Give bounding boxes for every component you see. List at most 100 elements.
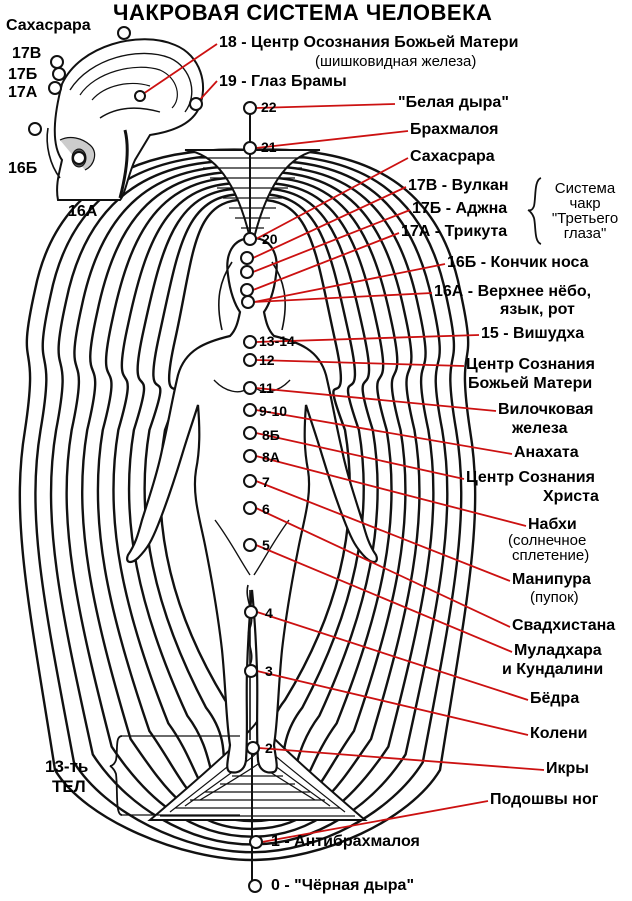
head-label-16a: 16А xyxy=(68,203,98,220)
label-muladhara-line1: Муладхара xyxy=(514,642,602,659)
leader-line xyxy=(255,507,511,628)
third-eye-group-label: Система чакр "Третьего глаза" xyxy=(541,181,629,241)
spine-chakra-circle xyxy=(240,283,254,297)
central-axis xyxy=(249,112,253,882)
label-11-line1: Вилочковая xyxy=(498,401,594,418)
spine-chakra-circle xyxy=(243,426,257,440)
spine-num-9-10: 9-10 xyxy=(259,403,288,419)
label-anahata: Анахата xyxy=(514,444,579,461)
leader-line xyxy=(255,455,527,527)
bodies-label-line2: ТЕЛ xyxy=(52,777,86,796)
head-label-17a: 17А xyxy=(8,84,38,101)
bodies-brace xyxy=(109,735,123,816)
label-brahmaloya: Брахмалоя xyxy=(410,121,499,138)
label-podoshvy: Подошвы ног xyxy=(490,791,599,808)
spine-chakra-circle xyxy=(243,501,257,515)
leader-line xyxy=(256,670,529,736)
label-1: 1 - Антибрахмалоя xyxy=(271,833,420,850)
group-label-line1: Система xyxy=(554,180,616,197)
marker-17v xyxy=(50,55,64,69)
head-markers xyxy=(28,26,203,165)
spine-num-6: 6 xyxy=(262,501,270,517)
label-16a: 16А - Верхнее нёбо, xyxy=(434,283,592,300)
label-nabhi-sub1: (солнечное xyxy=(508,532,587,549)
spine-chakra-circle xyxy=(243,449,257,463)
spine-num-8b: 8Б xyxy=(262,427,280,443)
leader-lines xyxy=(139,43,545,843)
spine-chakra-circle xyxy=(243,538,257,552)
label-18: 18 - Центр Осознания Божьей Матери xyxy=(219,34,519,51)
spine-chakra-circle xyxy=(244,664,258,678)
label-8-line2: Христа xyxy=(543,488,599,505)
spine-num-11: 11 xyxy=(259,380,274,396)
label-8-line1: Центр Сознания xyxy=(466,469,595,486)
spine-num-2: 2 xyxy=(265,740,273,756)
head-label-17b: 17Б xyxy=(8,66,38,83)
spine-chakra-circle xyxy=(244,605,258,619)
spine-num-21: 21 xyxy=(261,139,277,155)
leader-line xyxy=(255,157,409,240)
label-manipura: Манипура xyxy=(512,571,591,588)
marker-sahasrara xyxy=(117,26,131,40)
leader-line xyxy=(253,292,433,303)
spine-chakra-circles xyxy=(240,101,263,893)
spine-chakra-circle xyxy=(249,835,263,849)
label-sahasrara: Сахасрара xyxy=(410,148,495,165)
spine-num-5: 5 xyxy=(262,537,270,553)
spine-chakra-circle xyxy=(243,403,257,417)
group-label-line2: чакр xyxy=(569,195,601,212)
spine-chakra-circle xyxy=(248,879,262,893)
spine-chakra-circle xyxy=(243,381,257,395)
label-muladhara-line2: и Кундалини xyxy=(502,661,604,678)
label-15: 15 - Вишудха xyxy=(481,325,585,342)
spine-chakra-circle xyxy=(246,741,260,755)
spine-chakra-circle xyxy=(243,101,257,115)
leader-line xyxy=(255,359,465,367)
label-17b: 17Б - Аджна xyxy=(412,200,508,217)
label-16b: 16Б - Кончик носа xyxy=(447,254,589,271)
leader-line xyxy=(256,611,529,701)
label-nabhi: Набхи xyxy=(528,516,577,533)
label-0: 0 - "Чёрная дыра" xyxy=(271,877,415,894)
bodies-label-line1: 13-ть xyxy=(45,757,89,776)
leader-line xyxy=(253,263,446,303)
leader-line xyxy=(139,43,218,97)
label-12-line1: Центр Сознания xyxy=(466,356,595,373)
group-label-line4: глаза" xyxy=(563,225,607,242)
spine-chakra-circle xyxy=(243,141,257,155)
leader-line xyxy=(255,544,513,653)
leader-line xyxy=(255,103,396,109)
label-19: 19 - Глаз Брамы xyxy=(219,73,347,90)
marker-16b xyxy=(28,122,42,136)
spine-chakra-circle xyxy=(243,335,257,349)
head-label-16b: 16Б xyxy=(8,160,38,177)
marker-17a xyxy=(48,81,62,95)
leader-line xyxy=(255,334,480,343)
label-manipura-sub: (пупок) xyxy=(530,589,579,606)
marker-19 xyxy=(189,97,203,111)
label-18-sub: (шишковидная железа) xyxy=(315,53,477,70)
label-nabhi-sub2: сплетение) xyxy=(512,547,590,564)
spine-chakra-circle xyxy=(243,353,257,367)
leader-line xyxy=(255,409,513,455)
spine-num-4: 4 xyxy=(265,605,273,621)
label-svadhisthana: Свадхистана xyxy=(512,617,616,634)
spine-num-8a: 8А xyxy=(262,449,280,465)
label-16a-cont: язык, рот xyxy=(500,301,575,318)
marker-17b xyxy=(52,67,66,81)
leader-line xyxy=(252,209,411,273)
marker-18 xyxy=(134,90,146,102)
group-brace xyxy=(527,177,542,245)
leader-line xyxy=(258,747,545,771)
marker-16a xyxy=(72,151,86,165)
spine-num-13-14: 13-14 xyxy=(259,333,295,349)
leader-line xyxy=(255,130,409,149)
spine-chakra-circle xyxy=(243,232,257,246)
label-17a: 17А - Трикута xyxy=(401,223,508,240)
leader-line xyxy=(255,432,465,480)
head-label-sahasrara: Сахасрара xyxy=(6,17,91,34)
label-11-line2: железа xyxy=(512,420,568,437)
diagram-title: ЧАКРОВАЯ СИСТЕМА ЧЕЛОВЕКА xyxy=(113,0,493,25)
